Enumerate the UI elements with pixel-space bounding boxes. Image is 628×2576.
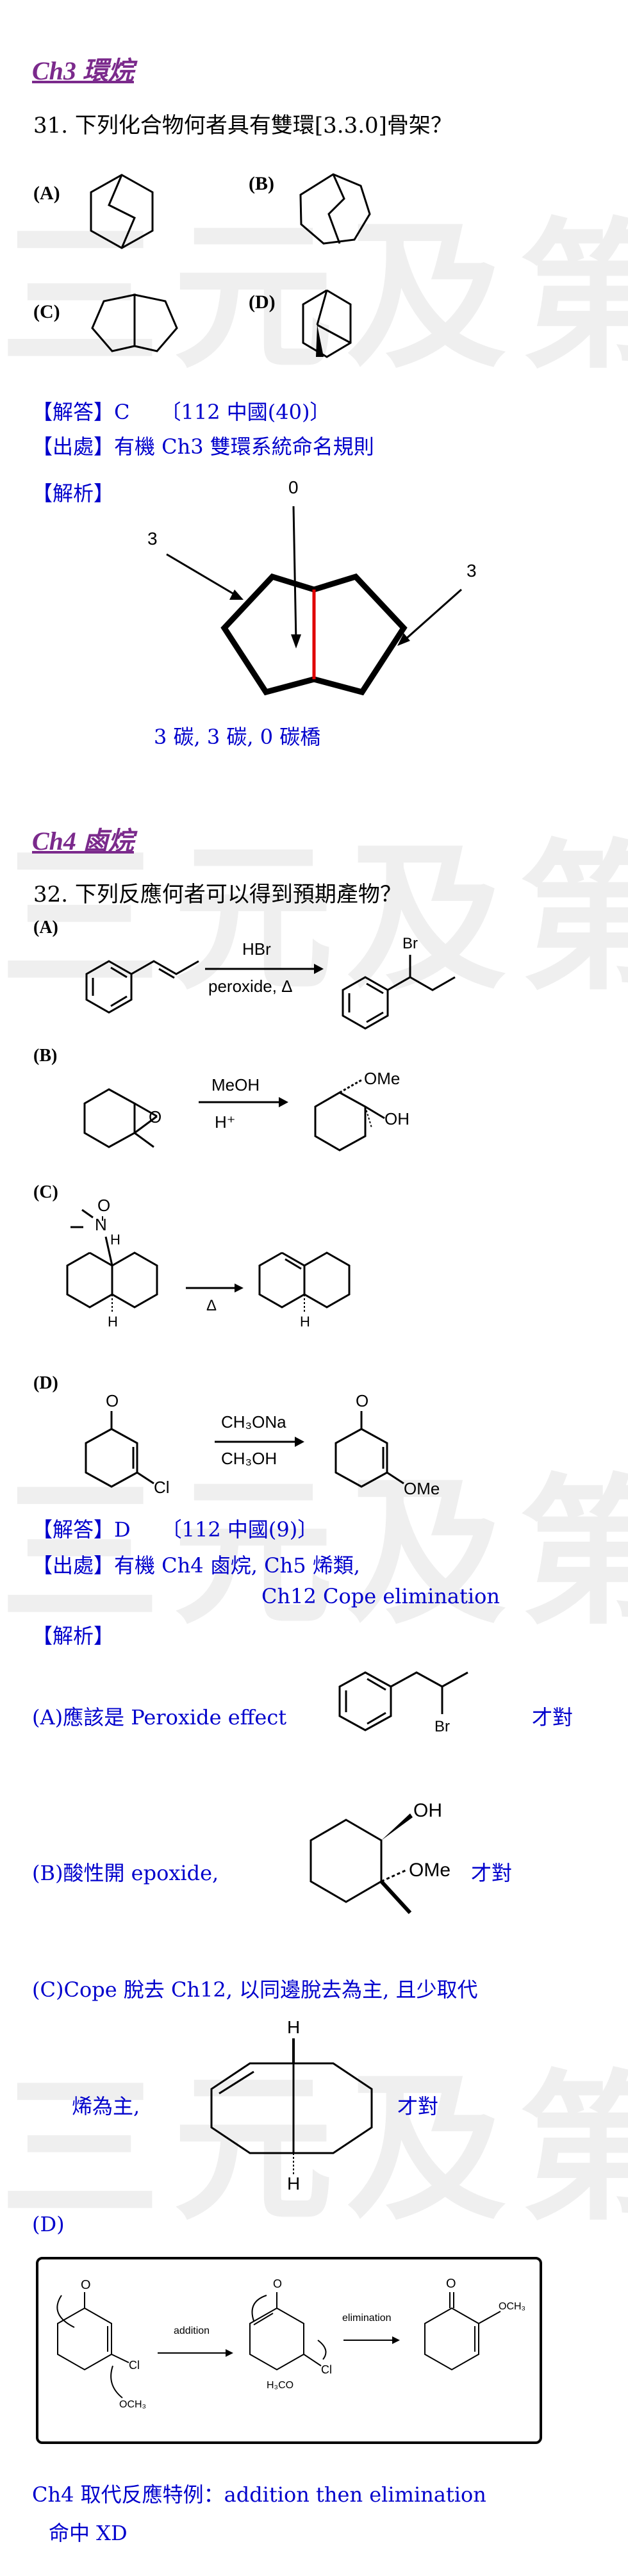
svg-text:CH₃OH: CH₃OH	[221, 1449, 277, 1468]
svg-text:HBr: HBr	[242, 939, 271, 959]
explanation-b-suffix: 才對	[471, 1861, 513, 1885]
svg-text:H: H	[287, 2174, 300, 2193]
explanation-c-suffix: 才對	[397, 2094, 439, 2118]
reaction-d-scheme: O Cl CH₃ONa CH₃OH O OMe	[85, 1391, 440, 1498]
svg-text:OMe: OMe	[404, 1479, 440, 1498]
svg-text:H: H	[287, 2017, 300, 2037]
explanation-a-suffix: 才對	[532, 1705, 574, 1730]
question-31: 31. 下列化合物何者具有雙環[3.3.0]骨架？	[33, 108, 452, 139]
svg-text:O: O	[356, 1391, 368, 1410]
explanation-c-line1: (C)Cope 脫去 Ch12, 以同邊脫去為主, 且少取代	[32, 1977, 478, 2002]
question-32: 32. 下列反應何者可以得到預期產物？	[33, 877, 402, 908]
option-c-label: (C)	[33, 301, 60, 322]
option-b-structure	[299, 173, 371, 245]
option-d-structure	[302, 289, 352, 358]
explanation-c-structure: H H	[210, 2017, 373, 2193]
option-a-structure	[90, 174, 154, 249]
svg-text:H: H	[108, 1314, 118, 1330]
explanation-d-label: (D)	[32, 2212, 65, 2236]
reaction-c-scheme: O N H H Δ H	[66, 1196, 351, 1330]
svg-text:O: O	[273, 2277, 282, 2290]
option-a-label: (A)	[33, 183, 60, 204]
bridge-label-right: 3	[467, 561, 477, 581]
reaction-d-label: (D)	[33, 1373, 58, 1393]
source-32-line2: Ch12 Cope elimination	[261, 1584, 500, 1608]
svg-text:Br: Br	[434, 1718, 450, 1735]
source-32-line1: 【出處】有機 Ch4 鹵烷, Ch5 烯類,	[32, 1553, 360, 1578]
svg-text:elimination: elimination	[342, 2313, 391, 2324]
bridge-label-top: 0	[288, 477, 299, 497]
svg-text:addition: addition	[174, 2325, 210, 2336]
bicyclo-diagram: 0 3 3	[147, 477, 477, 696]
question-text: 下列化合物何者具有雙環[3.3.0]骨架？	[74, 113, 452, 138]
explanation-a: (A)應該是 Peroxide effect	[32, 1705, 287, 1730]
svg-text:Cl: Cl	[154, 1478, 170, 1497]
svg-text:H⁺: H⁺	[215, 1112, 236, 1132]
reaction-a-label: (A)	[33, 918, 58, 937]
svg-text:OCH₃: OCH₃	[499, 2301, 525, 2312]
option-c-structure	[91, 293, 178, 352]
svg-text:O: O	[149, 1107, 161, 1127]
svg-text:OMe: OMe	[364, 1069, 400, 1088]
bridge-note: 3 碳, 3 碳, 0 碳橋	[154, 725, 321, 749]
svg-text:Br: Br	[402, 935, 418, 952]
question-number: 32.	[33, 882, 69, 907]
reaction-c-label: (C)	[33, 1182, 58, 1202]
svg-text:N: N	[95, 1215, 107, 1234]
footer-line1: Ch4 取代反應特例：addition then elimination	[32, 2482, 486, 2507]
option-b-label: (B)	[249, 173, 274, 194]
reaction-b-scheme: O MeOH H⁺ OMe OH	[83, 1069, 409, 1152]
question-number: 31.	[33, 113, 69, 138]
svg-text:O: O	[97, 1196, 110, 1215]
svg-text:MeOH: MeOH	[211, 1075, 260, 1094]
svg-text:H₃CO: H₃CO	[267, 2380, 293, 2391]
explanation-c-line2: 烯為主,	[72, 2094, 140, 2118]
chapter-title-ch4: Ch4 鹵烷	[32, 827, 134, 855]
svg-text:peroxide, Δ: peroxide, Δ	[208, 977, 293, 996]
analysis-label-31: 【解析】	[32, 481, 115, 506]
svg-text:H: H	[110, 1232, 120, 1248]
svg-text:O: O	[106, 1391, 119, 1410]
svg-text:OH: OH	[413, 1800, 442, 1821]
answer-31: 【解答】C 〔112 中國(40)〕	[32, 400, 331, 424]
reaction-b-label: (B)	[33, 1046, 58, 1066]
svg-text:O: O	[446, 2277, 456, 2291]
source-31: 【出處】有機 Ch3 雙環系統命名規則	[32, 434, 374, 459]
svg-text:OCH₃: OCH₃	[119, 2399, 146, 2410]
reaction-a-scheme: HBr peroxide, Δ Br	[85, 935, 456, 1030]
svg-text:Cl: Cl	[321, 2363, 332, 2376]
svg-text:OH: OH	[384, 1109, 409, 1128]
svg-text:O: O	[81, 2278, 91, 2292]
explanation-b-structure: OH OMe	[310, 1800, 450, 1915]
mechanism-box: O Cl OCH₃ addition O Cl H₃CO elimination…	[36, 2257, 542, 2444]
analysis-label-32: 【解析】	[32, 1624, 115, 1648]
answer-32: 【解答】D 〔112 中國(9)〕	[32, 1517, 318, 1542]
footer-line2: 命中 XD	[49, 2521, 128, 2545]
chapter-title-ch3: Ch3 環烷	[32, 56, 134, 85]
svg-text:Cl: Cl	[129, 2359, 140, 2372]
explanation-a-structure: Br	[338, 1671, 468, 1735]
question-text: 下列反應何者可以得到預期產物？	[74, 882, 402, 907]
option-d-label: (D)	[249, 292, 276, 313]
svg-text:CH₃ONa: CH₃ONa	[221, 1412, 286, 1432]
explanation-b: (B)酸性開 epoxide,	[32, 1861, 219, 1885]
bridge-label-left: 3	[147, 529, 158, 549]
svg-text:OMe: OMe	[409, 1860, 450, 1881]
svg-text:H: H	[300, 1314, 310, 1330]
svg-text:Δ: Δ	[206, 1297, 217, 1314]
